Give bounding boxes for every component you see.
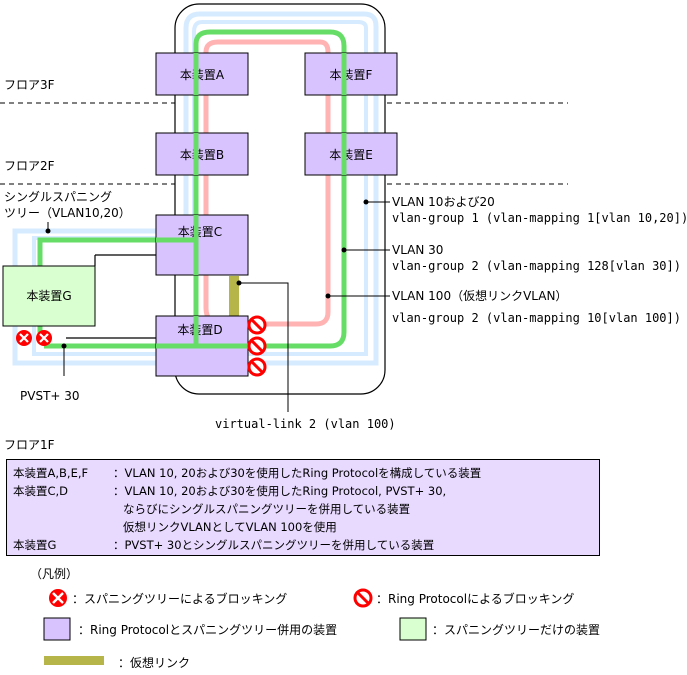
- svg-text:本装置D: 本装置D: [177, 323, 222, 337]
- device-f: 本装置F: [304, 52, 398, 96]
- legend-virtual-link-swatch: [44, 656, 104, 665]
- note-row: 本装置G ：PVST+ 30とシングルスパニングツリーを併用している装置: [13, 536, 599, 554]
- note-value: ：PVST+ 30とシングルスパニングツリーを併用している装置: [113, 538, 435, 552]
- note-key: 本装置G: [13, 538, 57, 552]
- device-c: 本装置C: [155, 214, 249, 276]
- ring-path-vlan1020: [44, 29, 347, 349]
- single-stp-label-1: シングルスパニング: [4, 190, 112, 204]
- junction-virtual-link: [236, 280, 242, 286]
- floor-label-3f: フロア3F: [4, 78, 55, 92]
- junction-vlan30: [341, 247, 347, 253]
- note-key: 本装置C,D: [13, 484, 69, 498]
- note-row: ならびにシングルスパニングツリーを併用している装置: [13, 500, 599, 518]
- legend-combined-device-swatch: [43, 617, 71, 641]
- legend-combined-device-label: ：Ring Protocolとスパニングツリー併用の装置: [78, 623, 338, 637]
- svg-text:本装置B: 本装置B: [180, 148, 224, 162]
- legend-stp-only-device-label: ：スパニングツリーだけの装置: [432, 623, 601, 637]
- single-stp-label-2: ツリー（VLAN10,20）: [4, 206, 131, 220]
- stp-block-icon: [36, 330, 52, 346]
- virtual-link-label: virtual-link 2 (vlan 100): [215, 417, 396, 431]
- svg-text:本装置G: 本装置G: [26, 289, 71, 303]
- legend-stp-only-device-swatch: [399, 617, 427, 641]
- leader-virtual-link: [239, 282, 289, 412]
- vlan1020-label: VLAN 10および20: [392, 195, 495, 209]
- legend-ring-block-icon: [353, 588, 373, 608]
- legend-stp-block-label: ：スパニングツリーによるブロッキング: [72, 592, 288, 606]
- note-row: 仮想リンクVLANとしてVLAN 100を使用: [13, 518, 599, 536]
- vlan100-group-label: vlan-group 2 (vlan-mapping 10[vlan 100]): [392, 311, 681, 325]
- vlan100-label: VLAN 100（仮想リンクVLAN）: [392, 288, 567, 303]
- junction-stp: [45, 228, 51, 234]
- vlan30-label: VLAN 30: [392, 243, 443, 257]
- svg-text:本装置F: 本装置F: [330, 68, 373, 82]
- legend-title: （凡例）: [30, 567, 79, 581]
- stp-path-outer: [12, 11, 379, 366]
- note-value: ：VLAN 10, 20および30を使用したRing Protocolを構成して…: [113, 466, 482, 480]
- junction-vlan100: [325, 293, 331, 299]
- pvst-label: PVST+ 30: [20, 389, 80, 403]
- device-g: 本装置G: [2, 265, 96, 327]
- legend-virtual-link-label: ：仮想リンク: [118, 656, 191, 670]
- ring-block-icon: [247, 357, 267, 377]
- svg-text:本装置E: 本装置E: [329, 148, 373, 162]
- vlan30-group-label: vlan-group 2 (vlan-mapping 128[vlan 30]): [392, 259, 681, 273]
- floor-label-2f: フロア2F: [4, 159, 55, 173]
- ring-block-icon: [247, 315, 267, 335]
- ring-block-icon: [247, 336, 267, 356]
- svg-text:本装置C: 本装置C: [178, 225, 222, 239]
- device-a: 本装置A: [155, 52, 249, 96]
- floor-label-1f: フロア1F: [4, 438, 55, 452]
- device-e: 本装置E: [304, 132, 398, 176]
- stp-path-inner: [32, 20, 368, 356]
- virtual-link-bar: [229, 276, 239, 318]
- note-value: ：VLAN 10, 20および30を使用したRing Protocol, PVS…: [113, 484, 447, 498]
- note-key: 本装置A,B,E,F: [13, 466, 89, 480]
- device-b: 本装置B: [155, 132, 249, 176]
- notes-box: 本装置A,B,E,F ：VLAN 10, 20および30を使用したRing Pr…: [6, 459, 600, 556]
- note-value: ならびにシングルスパニングツリーを併用している装置: [123, 502, 411, 516]
- note-value: 仮想リンクVLANとしてVLAN 100を使用: [123, 520, 337, 534]
- note-row: 本装置A,B,E,F ：VLAN 10, 20および30を使用したRing Pr…: [13, 464, 599, 482]
- legend-ring-block-label: ：Ring Protocolによるブロッキング: [376, 592, 575, 606]
- vlan1020-group-label: vlan-group 1 (vlan-mapping 1[vlan 10,20]…: [392, 211, 687, 225]
- legend-stp-block-icon: [49, 589, 67, 607]
- junction-pvst: [61, 343, 67, 349]
- note-row: 本装置C,D ：VLAN 10, 20および30を使用したRing Protoc…: [13, 482, 599, 500]
- svg-text:本装置A: 本装置A: [180, 68, 225, 82]
- stp-block-icon: [16, 330, 32, 346]
- junction-vlan1020: [363, 199, 369, 205]
